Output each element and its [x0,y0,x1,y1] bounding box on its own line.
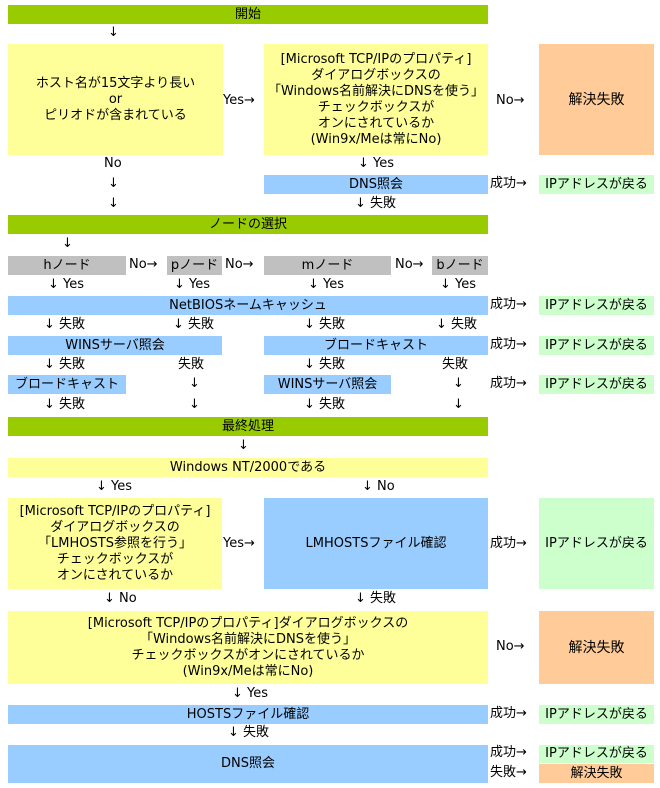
no-arrow-right: No→ [225,257,254,272]
b-node-box: bノード [432,256,488,275]
success-arrow-right: 成功→ [490,706,527,721]
ip-returned-box: IPアドレスが戻る [539,336,654,355]
ip-returned-box: IPアドレスが戻る [539,745,654,763]
arrow-down: ↓ [108,196,119,211]
arrow-down: ↓ [189,376,200,391]
netbios-cache-box: NetBIOSネームキャッシュ [8,296,488,315]
p-node-box: pノード [167,256,222,275]
yes-arrow-down: ↓ Yes [96,479,133,494]
fail-arrow-down: ↓ 失敗 [44,397,86,412]
success-arrow-right: 成功→ [490,176,527,191]
broadcast-box: ブロードキャスト [8,375,126,394]
h-node-box: hノード [8,256,126,275]
fail-arrow-down: ↓ 失敗 [436,317,478,332]
fail-arrow-down: ↓ 失敗 [355,196,397,211]
no-arrow-right: No→ [496,639,525,654]
arrow-down: ↓ [453,397,464,412]
arrow-down: ↓ [108,25,119,40]
no-label: No [104,156,122,171]
arrow-down: ↓ [238,438,249,453]
fail-arrow-down: ↓ 失敗 [304,357,346,372]
final-processing-box: 最終処理 [8,417,488,436]
yes-arrow-down: ↓ Yes [174,277,211,292]
broadcast-box: ブロードキャスト [264,336,488,355]
fail-arrow-down: ↓ 失敗 [173,317,215,332]
lmhosts-setting-check: [Microsoft TCP/IPのプロパティ] ダイアログボックスの 「LMH… [8,498,222,589]
success-arrow-right: 成功→ [490,376,527,391]
hosts-file-box: HOSTSファイル確認 [8,705,488,724]
no-arrow-right: No→ [129,257,158,272]
no-arrow-right: No→ [496,93,525,108]
yes-arrow-right: Yes→ [223,536,255,551]
success-arrow-right: 成功→ [490,745,527,760]
yes-arrow-down: ↓ Yes [440,277,477,292]
start-box: 開始 [8,5,488,24]
dns-query-box: DNS照会 [264,175,488,194]
wins-query-box: WINSサーバ照会 [264,375,391,394]
fail-arrow-down: ↓ 失敗 [355,591,397,606]
ip-returned-box: IPアドレスが戻る [539,705,654,724]
nt-check-box: Windows NT/2000である [8,458,488,477]
resolve-failed-box: 解決失敗 [539,764,654,783]
fail-arrow-down: ↓ 失敗 [228,725,270,740]
ip-returned-box: IPアドレスが戻る [539,175,654,194]
node-select-box: ノードの選択 [8,215,488,234]
fail-arrow-down: ↓ 失敗 [304,317,346,332]
fail-arrow-down: ↓ 失敗 [44,357,86,372]
m-node-box: mノード [264,256,391,275]
ip-returned-box: IPアドレスが戻る [539,296,654,315]
lmhosts-file-box: LMHOSTSファイル確認 [264,498,488,589]
success-arrow-right: 成功→ [490,337,527,352]
yes-arrow-down: ↓ Yes [358,156,395,171]
no-arrow-down: ↓ No [104,591,137,606]
no-arrow-down: ↓ No [362,479,395,494]
fail-arrow-down: ↓ 失敗 [304,397,346,412]
yes-arrow-down: ↓ Yes [232,686,269,701]
arrow-down: ↓ [453,376,464,391]
wins-query-box: WINSサーバ照会 [8,336,222,355]
dns-setting-check: [Microsoft TCP/IPのプロパティ] ダイアログボックスの 「Win… [264,44,488,155]
fail-arrow-down: ↓ 失敗 [44,317,86,332]
no-arrow-right: No→ [395,257,424,272]
host-length-check: ホスト名が15文字より長い or ピリオドが含まれている [8,44,223,155]
dns-query-box: DNS照会 [8,745,488,783]
success-arrow-right: 成功→ [490,536,527,551]
ip-returned-box: IPアドレスが戻る [539,498,654,589]
resolve-failed-box: 解決失敗 [539,611,654,684]
yes-arrow-right: Yes→ [223,93,255,108]
yes-arrow-down: ↓ Yes [308,277,345,292]
fail-label: 失敗 [178,357,205,372]
dns-setting-check: [Microsoft TCP/IPのプロパティ]ダイアログボックスの 「Wind… [8,611,488,684]
ip-returned-box: IPアドレスが戻る [539,375,654,394]
resolve-failed-box: 解決失敗 [539,44,654,155]
arrow-down: ↓ [62,236,73,251]
arrow-down: ↓ [189,397,200,412]
arrow-down: ↓ [108,176,119,191]
success-arrow-right: 成功→ [490,297,527,312]
fail-arrow-right: 失敗→ [490,765,527,780]
fail-label: 失敗 [442,357,469,372]
yes-arrow-down: ↓ Yes [48,277,85,292]
